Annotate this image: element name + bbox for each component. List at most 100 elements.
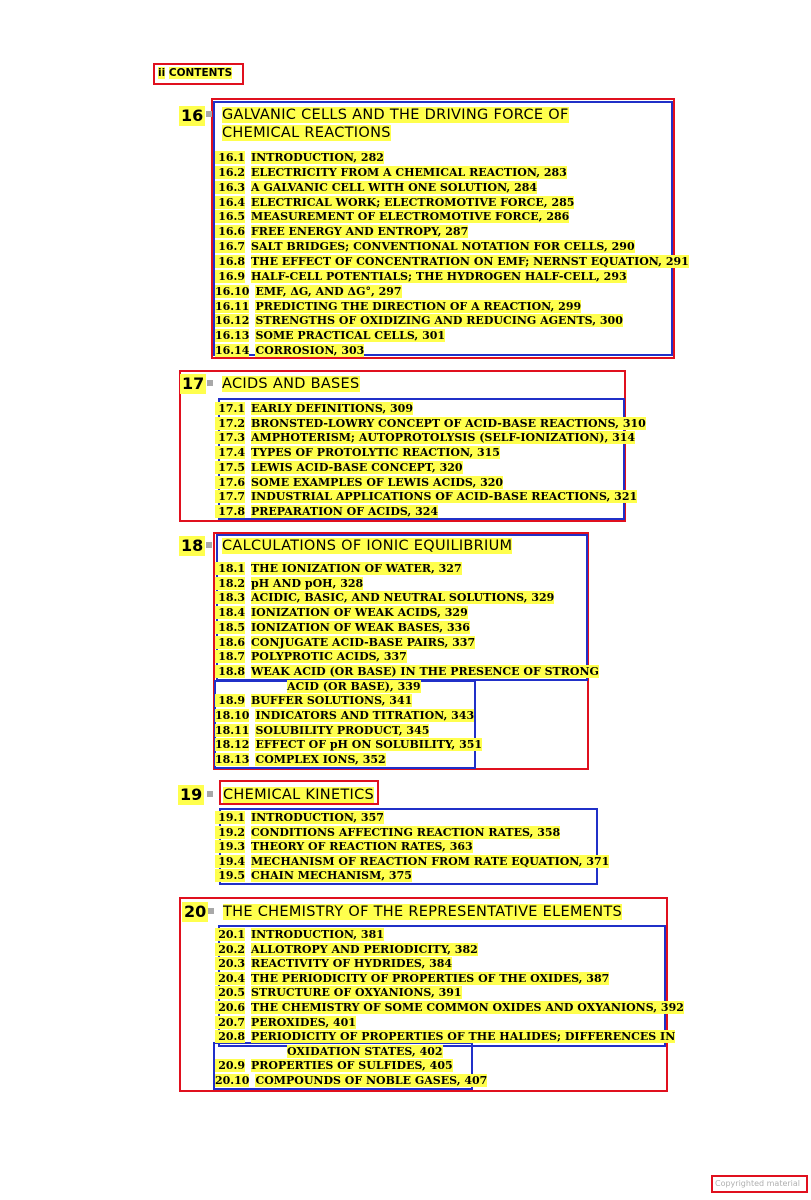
toc-entry[interactable]: 20.1 INTRODUCTION, 381	[215, 928, 384, 941]
toc-entry-number: 16.5	[215, 210, 245, 224]
toc-entry-text: IONIZATION OF WEAK BASES, 336	[251, 620, 470, 634]
watermark-box	[711, 1175, 808, 1193]
toc-entry-number: 16.14	[215, 344, 250, 358]
toc-entry-text: SOLUBILITY PRODUCT, 345	[255, 723, 430, 737]
toc-entry-number: 18.6	[215, 635, 245, 649]
chapter-19-bullet	[207, 791, 213, 797]
chapter-17-box	[179, 370, 626, 522]
toc-entry-number: 18.3	[215, 591, 245, 605]
toc-entry-text: PEROXIDES, 401	[251, 1015, 356, 1029]
toc-entry-text: PERIODICITY OF PROPERTIES OF THE HALIDES…	[251, 1030, 676, 1044]
toc-entry-number: 20.5	[215, 986, 245, 1000]
toc-entry-number: 16.11	[215, 299, 250, 313]
toc-entry-number: 18.7	[215, 650, 245, 664]
toc-entry-number: 17.4	[215, 446, 245, 460]
chapter-17-title: ACIDS AND BASES	[222, 376, 360, 392]
toc-entry-text: ALLOTROPY AND PERIODICITY, 382	[251, 942, 478, 956]
toc-entry-text: EMF, ΔG, AND ΔG°, 297	[255, 284, 402, 298]
toc-entry-number: 18.1	[215, 562, 245, 575]
toc-entry-number: 16.12	[215, 314, 250, 328]
toc-entry[interactable]: 20.8 PERIODICITY OF PROPERTIES OF THE HAL…	[215, 1030, 676, 1044]
toc-entry-number: 18.13	[215, 753, 250, 767]
toc-entry-number: 20.3	[215, 957, 245, 971]
toc-entry-number: 20.8	[215, 1030, 245, 1044]
toc-entry-text: BUFFER SOLUTIONS, 341	[251, 694, 413, 708]
toc-entry[interactable]: ACID (OR BASE), 339	[215, 679, 421, 693]
chapter-16-inner-box	[213, 101, 673, 356]
toc-entry-number: 20.1	[215, 928, 245, 941]
chapter-17-bullet	[207, 380, 213, 386]
toc-entry-text: ACID (OR BASE), 339	[287, 679, 421, 693]
contents-label: CONTENTS	[168, 67, 233, 79]
toc-entry[interactable]: 16.1 INTRODUCTION, 282	[215, 151, 384, 164]
toc-entry-number: 16.1	[215, 151, 245, 164]
toc-entry-number: 17.7	[215, 490, 245, 504]
toc-entry-number: 17.2	[215, 416, 245, 430]
copyright-watermark: Copyrighted material	[715, 1179, 801, 1188]
toc-entry-text: IONIZATION OF WEAK ACIDS, 329	[251, 606, 468, 620]
toc-entry-text: INTRODUCTION, 381	[251, 928, 384, 941]
toc-entry-number: 18.10	[215, 709, 250, 722]
toc-entry-text: INTRODUCTION, 282	[251, 151, 384, 164]
toc-entry-text: INTRODUCTION, 357	[251, 811, 384, 824]
toc-entry[interactable]: 18.11 SOLUBILITY PRODUCT, 345	[215, 723, 430, 737]
toc-entry-text: COMPOUNDS OF NOBLE GASES, 407	[255, 1074, 488, 1087]
toc-entry-number: 16.2	[215, 165, 245, 179]
toc-entry-number: 19.3	[215, 840, 245, 854]
toc-entry-number: 20.4	[215, 971, 245, 985]
toc-entry-number: 20.6	[215, 1001, 245, 1014]
toc-entry[interactable]: 17.6 SOME EXAMPLES OF LEWIS ACIDS, 320	[215, 475, 504, 489]
toc-entry[interactable]: 18.6 CONJUGATE ACID-BASE PAIRS, 337	[215, 635, 476, 649]
toc-entry-number: 18.11	[215, 723, 250, 737]
toc-entry-number: 17.6	[215, 475, 245, 489]
toc-entry-text: SOME EXAMPLES OF LEWIS ACIDS, 320	[251, 475, 504, 489]
chapter-20-bullet	[208, 908, 214, 914]
toc-entry-text: CONJUGATE ACID-BASE PAIRS, 337	[251, 635, 476, 649]
toc-entry[interactable]: OXIDATION STATES, 402	[215, 1044, 443, 1058]
